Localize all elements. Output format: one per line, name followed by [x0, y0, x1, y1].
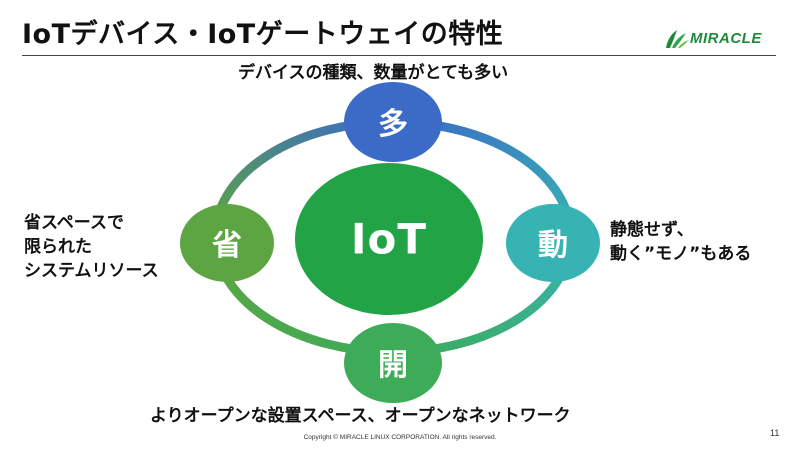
title-divider: [22, 55, 776, 56]
caption-left-line: 省スペースで: [24, 213, 124, 233]
copyright-notice: Copyright © MIRACLE LINUX CORPORATION. A…: [303, 434, 497, 441]
caption-left: 省スペースで 限られた システムリソース: [24, 211, 159, 283]
slide-title: IoTデバイス・IoTゲートウェイの特性: [22, 19, 504, 50]
caption-top: デバイスの種類、数量がとても多い: [238, 63, 509, 83]
node-top-label: 多: [378, 107, 408, 142]
miracle-logo: MIRACLE: [664, 28, 788, 50]
page-number: 11: [770, 428, 780, 438]
caption-right: 静態せず、 動く”モノ”もある: [610, 218, 751, 266]
center-iot-label: IoT: [350, 214, 428, 264]
node-right-label: 動: [538, 228, 568, 263]
logo-wordmark: MIRACLE: [690, 30, 762, 47]
node-bottom-circle: [344, 323, 442, 403]
center-iot-circle: [295, 163, 483, 315]
node-left-circle: [180, 204, 274, 282]
caption-bottom: よりオープンな設置スペース、オープンなネットワーク: [150, 406, 571, 426]
caption-left-line: システムリソース: [24, 261, 159, 281]
caption-right-line: 静態せず、: [610, 220, 694, 240]
node-left-label: 省: [212, 228, 242, 263]
leaf-logo-icon: [666, 30, 689, 48]
node-right-circle: [506, 204, 600, 282]
node-top-circle: [344, 82, 442, 162]
node-bottom-label: 開: [378, 348, 408, 383]
caption-left-line: 限られた: [24, 237, 92, 257]
caption-right-line: 動く”モノ”もある: [610, 244, 752, 264]
